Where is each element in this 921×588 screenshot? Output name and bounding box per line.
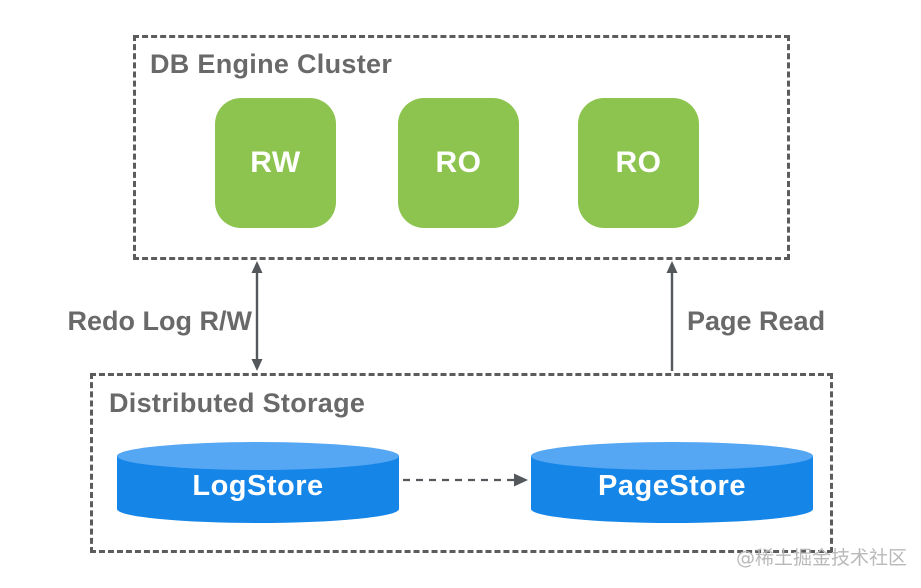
page-read-arrow-icon	[666, 261, 678, 371]
pagestore-cylinder: PageStore	[529, 440, 815, 526]
node-ro-2-label: RO	[615, 146, 662, 179]
pagestore-label: PageStore	[598, 470, 746, 502]
watermark: @稀土掘金技术社区	[736, 547, 908, 569]
redo-log-arrow-icon	[251, 261, 263, 371]
database-cylinder-icon	[117, 442, 399, 523]
redo-log-rw-label: Redo Log R/W	[67, 306, 252, 336]
distributed-storage-box: Distributed Storage	[90, 373, 833, 553]
node-rw: RW	[215, 98, 336, 228]
page-read-label: Page Read	[687, 306, 826, 336]
node-ro-1-label: RO	[435, 146, 482, 179]
distributed-storage-title: Distributed Storage	[109, 388, 366, 418]
logstore-cylinder: LogStore	[115, 440, 401, 526]
node-ro-1: RO	[398, 98, 519, 228]
database-cylinder-icon	[531, 442, 813, 523]
logstore-label: LogStore	[192, 470, 324, 502]
node-rw-label: RW	[250, 146, 301, 179]
node-ro-2: RO	[578, 98, 699, 228]
db-engine-cluster-box: DB Engine Cluster	[133, 35, 790, 260]
db-engine-cluster-title: DB Engine Cluster	[150, 49, 393, 79]
